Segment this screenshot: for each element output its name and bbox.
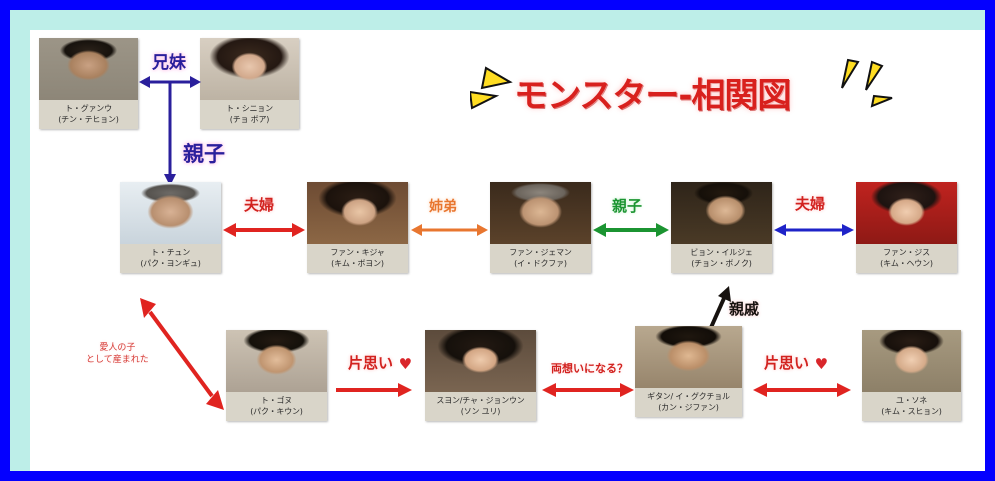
person-caption: ト・ゴヌ (パク・キウン) bbox=[226, 392, 327, 421]
relation-label-siblings-top: 兄妹 bbox=[152, 53, 186, 73]
diagram-canvas: モンスター-相関図 ト・グァンウ (チン・テヒョン) ト・シニョン (チョ ボア… bbox=[30, 30, 985, 471]
relation-label-parent-child-1: 親子 bbox=[183, 142, 225, 166]
person-card-chun[interactable]: ト・チュン (パク・ヨンギュ) bbox=[120, 182, 221, 273]
person-actor: (パク・キウン) bbox=[250, 407, 303, 416]
person-photo bbox=[862, 330, 961, 392]
person-name: スヨン/チャ・ジョンウン bbox=[436, 396, 525, 405]
person-caption: ファン・ジス (キム・ヘウン) bbox=[856, 244, 957, 273]
person-card-gwanwoo[interactable]: ト・グァンウ (チン・テヒョン) bbox=[39, 38, 138, 129]
person-name: ビョン・イルジェ bbox=[690, 248, 753, 257]
person-card-jaeman[interactable]: ファン・ジェマン (イ・ドクファ) bbox=[490, 182, 591, 273]
person-photo bbox=[226, 330, 327, 392]
person-caption: ファン・ジェマン (イ・ドクファ) bbox=[490, 244, 591, 273]
sparkle-right-icon bbox=[836, 58, 894, 116]
relation-label-relative: 親戚 bbox=[729, 300, 760, 318]
person-name: ト・グァンウ bbox=[65, 104, 112, 113]
person-photo bbox=[856, 182, 957, 244]
person-actor: (ソン ユリ) bbox=[460, 407, 501, 416]
relation-label-parent-child-2: 親子 bbox=[612, 197, 643, 215]
relation-label-couple-2: 夫婦 bbox=[795, 195, 826, 213]
person-actor: (カン・ジファン) bbox=[658, 403, 719, 412]
mistress-label-line2: として産まれた bbox=[86, 355, 149, 365]
person-card-kija[interactable]: ファン・キジャ (キム・ボヨン) bbox=[307, 182, 408, 273]
person-photo bbox=[490, 182, 591, 244]
arrow-couple-2 bbox=[774, 222, 854, 238]
person-card-sone[interactable]: ユ・ソネ (キム・スヒョン) bbox=[862, 330, 961, 421]
person-photo bbox=[425, 330, 536, 392]
person-card-ilje[interactable]: ビョン・イルジェ (チョン・ボノク) bbox=[671, 182, 772, 273]
arrow-parent-child-2 bbox=[593, 222, 669, 238]
mistress-label-line1: 愛人の子 bbox=[99, 343, 136, 353]
person-actor: (チョ ボア) bbox=[229, 115, 270, 124]
person-caption: スヨン/チャ・ジョンウン (ソン ユリ) bbox=[425, 392, 536, 421]
person-caption: ト・シニョン (チョ ボア) bbox=[200, 100, 299, 129]
person-card-gonu[interactable]: ト・ゴヌ (パク・キウン) bbox=[226, 330, 327, 421]
person-name: ト・チュン bbox=[151, 248, 190, 257]
inner-border: モンスター-相関図 ト・グァンウ (チン・テヒョン) ト・シニョン (チョ ボア… bbox=[10, 10, 985, 471]
person-caption: ト・チュン (パク・ヨンギュ) bbox=[120, 244, 221, 273]
person-actor: (チョン・ボノク) bbox=[691, 259, 752, 268]
heart-icon: ♥ bbox=[814, 355, 829, 373]
arrow-mistress-child bbox=[134, 298, 228, 410]
person-card-jisu[interactable]: ファン・ジス (キム・ヘウン) bbox=[856, 182, 957, 273]
arrow-unrequited-1 bbox=[336, 382, 412, 398]
unrequited-2-text: 片思い bbox=[764, 354, 810, 372]
person-caption: ユ・ソネ (キム・スヒョン) bbox=[862, 392, 961, 421]
person-name: ファン・ジス bbox=[883, 248, 930, 257]
arrow-parent-child-1 bbox=[162, 82, 178, 186]
person-caption: ビョン・イルジェ (チョン・ボノク) bbox=[671, 244, 772, 273]
arrow-unrequited-2 bbox=[753, 382, 851, 398]
person-card-suyeon[interactable]: スヨン/チャ・ジョンウン (ソン ユリ) bbox=[425, 330, 536, 421]
relation-label-mistress-child: 愛人の子 として産まれた bbox=[86, 342, 149, 366]
relation-label-unrequited-2: 片思い ♥ bbox=[764, 352, 828, 373]
person-caption: ファン・キジャ (キム・ボヨン) bbox=[307, 244, 408, 273]
person-photo bbox=[200, 38, 299, 100]
person-photo bbox=[120, 182, 221, 244]
person-actor: (イ・ドクファ) bbox=[514, 259, 567, 268]
person-name: ト・ゴヌ bbox=[260, 396, 293, 405]
heart-icon: ♥ bbox=[398, 355, 413, 373]
person-actor: (キム・ヘウン) bbox=[880, 259, 933, 268]
relation-label-couple-1: 夫婦 bbox=[244, 196, 275, 214]
person-caption: ト・グァンウ (チン・テヒョン) bbox=[39, 100, 138, 129]
person-actor: (キム・ボヨン) bbox=[331, 259, 384, 268]
person-photo bbox=[307, 182, 408, 244]
person-card-gitan[interactable]: ギタン/ イ・グクチョル (カン・ジファン) bbox=[635, 326, 742, 417]
sparkle-left-icon bbox=[468, 66, 522, 118]
relation-label-sister-brother: 姉弟 bbox=[429, 199, 457, 215]
unrequited-1-text: 片思い bbox=[348, 354, 394, 372]
person-actor: (パク・ヨンギュ) bbox=[140, 259, 201, 268]
person-card-shinyoung[interactable]: ト・シニョン (チョ ボア) bbox=[200, 38, 299, 129]
relation-label-mutual: 両想いになる？ bbox=[551, 362, 628, 375]
person-name: ト・シニョン bbox=[226, 104, 273, 113]
person-name: ファン・キジャ bbox=[330, 248, 385, 257]
person-photo bbox=[635, 326, 742, 388]
person-photo bbox=[671, 182, 772, 244]
person-name: ギタン/ イ・グクチョル bbox=[647, 392, 730, 401]
person-name: ファン・ジェマン bbox=[509, 248, 572, 257]
person-caption: ギタン/ イ・グクチョル (カン・ジファン) bbox=[635, 388, 742, 417]
page-title: モンスター-相関図 bbox=[514, 76, 791, 116]
relation-label-unrequited-1: 片思い ♥ bbox=[348, 352, 412, 373]
arrow-sister-brother bbox=[411, 223, 488, 237]
person-photo bbox=[39, 38, 138, 100]
person-actor: (チン・テヒョン) bbox=[58, 115, 119, 124]
arrow-couple-1 bbox=[223, 222, 305, 238]
person-name: ユ・ソネ bbox=[895, 396, 928, 405]
person-actor: (キム・スヒョン) bbox=[881, 407, 942, 416]
arrow-mutual bbox=[542, 382, 634, 398]
